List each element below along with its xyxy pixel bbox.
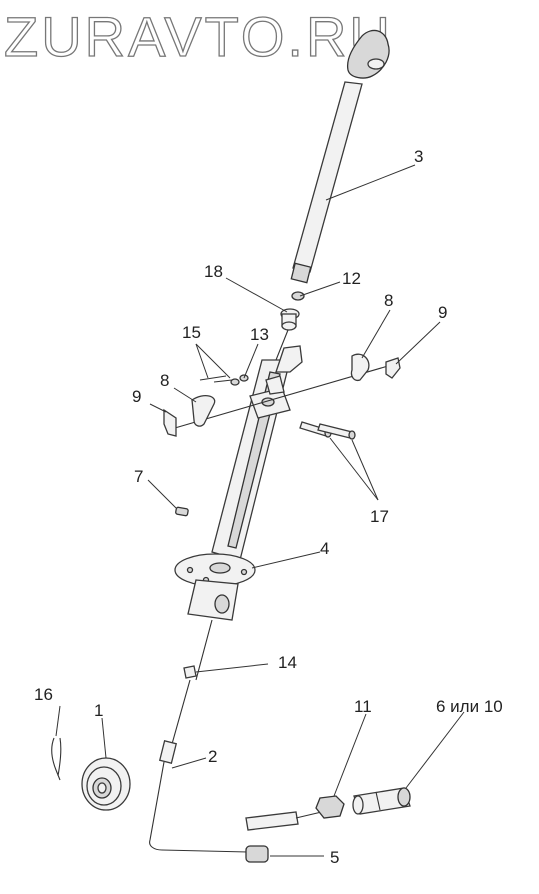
nut-part-11 bbox=[315, 795, 345, 819]
callout-14: 14 bbox=[278, 653, 297, 672]
callout-9-left: 9 bbox=[132, 387, 141, 406]
clip-part-14 bbox=[183, 665, 197, 679]
pin-part-7 bbox=[175, 506, 189, 517]
rod-part-2 bbox=[149, 679, 331, 853]
leader-lines bbox=[55, 164, 465, 857]
callout-5: 5 bbox=[330, 848, 339, 867]
end-fitting-part-5 bbox=[245, 845, 269, 863]
callout-11: 11 bbox=[354, 697, 372, 716]
latch-left-part-9 bbox=[163, 408, 177, 437]
callout-2: 2 bbox=[208, 747, 217, 766]
callout-3: 3 bbox=[414, 147, 423, 166]
cam-plate-right-part-8 bbox=[350, 353, 370, 382]
lever-rod-part-3 bbox=[290, 29, 390, 284]
callout-15: 15 bbox=[182, 323, 201, 342]
watermark-text: ZURAVTO.RU bbox=[4, 5, 393, 68]
pins-part-13-15 bbox=[199, 374, 249, 386]
assembly-axis-line bbox=[275, 329, 289, 361]
washer-part-12 bbox=[291, 291, 305, 301]
cotter-pin-part-16 bbox=[51, 737, 62, 781]
callout-16: 16 bbox=[34, 685, 53, 704]
callout-17: 17 bbox=[370, 507, 389, 526]
bushing-part-18 bbox=[280, 308, 300, 331]
callout-4: 4 bbox=[320, 539, 329, 558]
pins-part-17 bbox=[299, 421, 356, 440]
callout-7: 7 bbox=[134, 467, 143, 486]
clevis-part-6-10 bbox=[352, 787, 411, 815]
callout-13: 13 bbox=[250, 325, 269, 344]
pulley-part-1 bbox=[81, 757, 131, 811]
callout-9-right: 9 bbox=[438, 303, 447, 322]
latch-right-part-9 bbox=[385, 357, 401, 379]
cam-plate-left-part-8 bbox=[191, 394, 216, 427]
callout-1: 1 bbox=[94, 701, 103, 720]
callout-18: 18 bbox=[204, 262, 223, 281]
callout-6-or-10: 6 или 10 bbox=[436, 697, 503, 716]
callout-12: 12 bbox=[342, 269, 361, 288]
callout-8-right: 8 bbox=[384, 291, 393, 310]
callout-8-left: 8 bbox=[160, 371, 169, 390]
lever-housing-part-4 bbox=[174, 345, 303, 681]
